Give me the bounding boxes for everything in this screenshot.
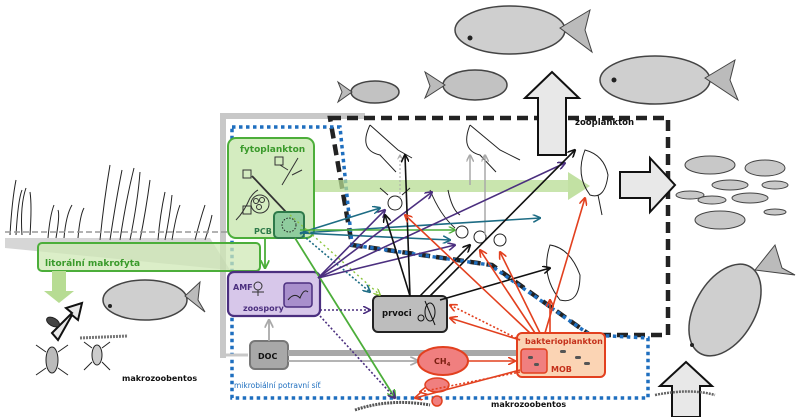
- carp-bottom-feeding-icon: [688, 243, 796, 357]
- fat-arrow-up-zooplankton: [522, 70, 582, 156]
- carp-benthic-left-icon: [102, 279, 206, 321]
- littoral-macrophytes-label: litorální makrofyta: [45, 259, 140, 269]
- reed-plants-icon: [9, 164, 213, 241]
- benthic-invertebrates-icon: [35, 316, 129, 376]
- pcb-label: PCB: [254, 227, 272, 236]
- amf-arrows: [317, 163, 565, 398]
- microbial-web-label: mikrobiální potravní síť: [234, 381, 321, 390]
- phyto-band-arrowhead: [568, 172, 590, 200]
- zooplankton-label: zooplankton: [575, 118, 634, 128]
- doc-to-bacteria-band: [288, 350, 516, 356]
- carp-right-top-icon: [599, 55, 740, 105]
- carp-large-top-icon: [454, 5, 593, 55]
- algae-icons: [235, 156, 303, 221]
- fat-arrow-right-zooplankton: [619, 155, 677, 215]
- doc-label: DOC: [258, 352, 277, 361]
- rotifer-icons: [379, 187, 507, 247]
- cyanobacteria-colony-icon: [281, 217, 297, 233]
- protozoa-arrows: [385, 150, 575, 301]
- bacteria-arrows: [405, 198, 585, 398]
- phytoplankton-label: fytoplankton: [240, 145, 305, 155]
- zoospore-inner-box: [283, 282, 313, 308]
- zoospore-icon: [287, 290, 309, 301]
- benthos-worm-bottom-icon: [354, 400, 431, 412]
- phyto-band: [300, 180, 568, 192]
- littoral-macrophytes-box: [37, 242, 261, 272]
- macrophyte-down-arrowhead: [44, 291, 74, 303]
- fat-arrow-up-bottom: [657, 360, 715, 417]
- zoospores-label: zoospory: [243, 304, 285, 313]
- amf-label: AMF: [233, 283, 253, 292]
- protozoa-label: prvoci: [382, 309, 412, 319]
- gray-left-band: [220, 113, 226, 358]
- chytrid-icon: [252, 281, 264, 296]
- copepod-icons: [365, 124, 521, 173]
- makrozoobentos-left-label: makrozoobentos: [122, 374, 197, 383]
- bacteria-cells-icon: [528, 350, 590, 366]
- methane-bubble-2: [431, 395, 443, 407]
- macrophyte-down-stem: [52, 271, 66, 291]
- makrozoobentos-bottom-label: makrozoobentos: [491, 400, 566, 409]
- microbial-web-boundary: [230, 125, 650, 400]
- mob-inner-box: [520, 348, 548, 374]
- carp-small-mid-icon: [423, 69, 508, 101]
- mob-label: MOB: [551, 365, 572, 374]
- bacterioplankton-label: bakterioplankton: [525, 337, 603, 346]
- ciliate-icon: [417, 300, 436, 326]
- methane-label: CH4: [434, 357, 451, 368]
- forage-fish-school-icon: [675, 155, 789, 230]
- fat-arrow-benthos-left: [50, 301, 84, 342]
- cyanobacteria-pcb-box[interactable]: [273, 211, 305, 239]
- carp-small-left-icon: [336, 80, 400, 104]
- gray-top-band: [220, 113, 365, 119]
